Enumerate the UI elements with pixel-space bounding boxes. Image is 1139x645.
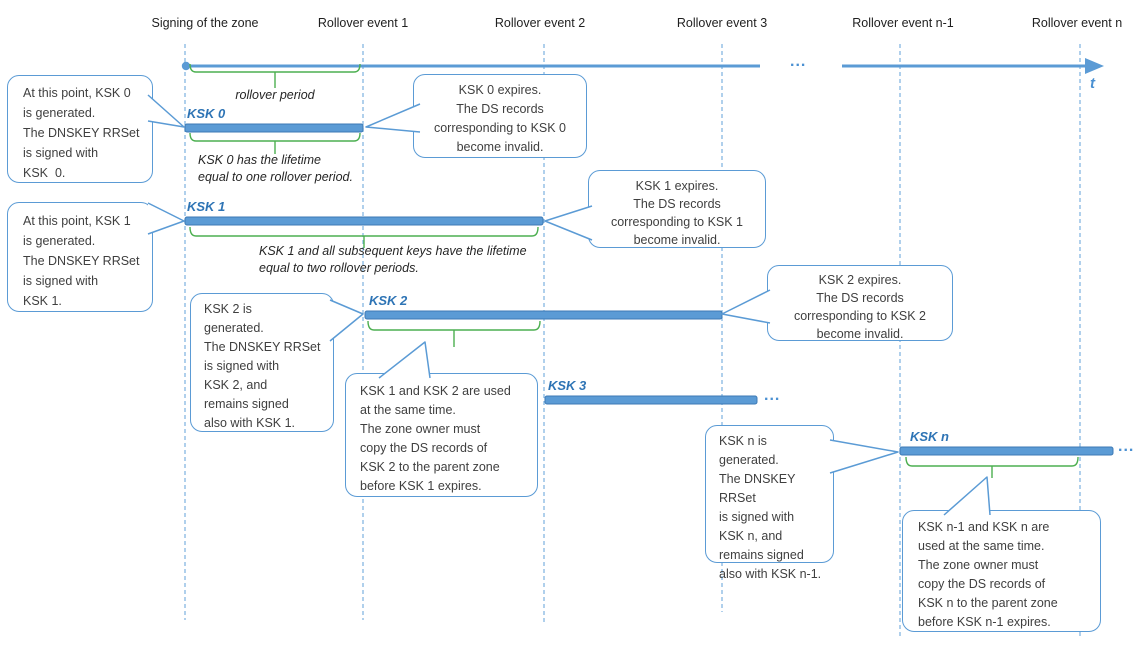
axis-t-label: t bbox=[1090, 75, 1095, 92]
callout-ksk1-generated: At this point, KSK 1 is generated. The D… bbox=[7, 202, 153, 312]
callout-ksk1-ksk2-overlap: KSK 1 and KSK 2 are used at the same tim… bbox=[345, 373, 538, 497]
callout-text: At this point, KSK 1 is generated. The D… bbox=[23, 214, 140, 308]
callout-ksk2-generated: KSK 2 is generated. The DNSKEY RRSet is … bbox=[190, 293, 334, 432]
callout-ksk0-expires: KSK 0 expires. The DS records correspond… bbox=[413, 74, 587, 158]
ksk2-bar bbox=[364, 310, 723, 320]
key-bars bbox=[184, 123, 1114, 456]
ksk1-lifetime-caption: KSK 1 and all subsequent keys have the l… bbox=[259, 244, 527, 275]
callout-ksk0-generated: At this point, KSK 0 is generated. The D… bbox=[7, 75, 153, 183]
callout-text: KSK 2 is generated. The DNSKEY RRSet is … bbox=[204, 302, 321, 430]
callout-text: KSK 1 and KSK 2 are used at the same tim… bbox=[360, 384, 511, 493]
kskn-bar bbox=[899, 446, 1114, 456]
event-label-signing: Signing of the zone bbox=[151, 16, 259, 30]
ksk3-continues-ellipsis: ... bbox=[764, 387, 781, 404]
ksk0-bar bbox=[184, 123, 364, 133]
rollover-period-brace bbox=[189, 63, 361, 88]
ksk0-lifetime-caption: KSK 0 has the lifetime equal to one roll… bbox=[198, 153, 353, 184]
callout-text: KSK 1 expires. The DS records correspond… bbox=[610, 179, 744, 247]
callout-kskn-overlap: KSK n-1 and KSK n are used at the same t… bbox=[902, 510, 1101, 632]
ksk0-label: KSK 0 bbox=[187, 106, 226, 121]
callout-text: KSK n is generated. The DNSKEY RRSet is … bbox=[719, 434, 822, 581]
callout-text: At this point, KSK 0 is generated. The D… bbox=[23, 86, 140, 180]
kskn-label: KSK n bbox=[910, 429, 949, 444]
ksk1-label: KSK 1 bbox=[187, 199, 226, 214]
time-axis bbox=[181, 58, 1104, 74]
axis-gap-ellipsis: ... bbox=[790, 53, 807, 70]
event-label-rollover-1: Rollover event 1 bbox=[317, 16, 409, 30]
ksk3-label: KSK 3 bbox=[548, 378, 587, 393]
kskn-overlap-brace bbox=[905, 456, 1079, 478]
callout-text: KSK 2 expires. The DS records correspond… bbox=[793, 273, 927, 341]
callout-ksk2-expires: KSK 2 expires. The DS records correspond… bbox=[767, 265, 953, 341]
callout-text: KSK n-1 and KSK n are used at the same t… bbox=[918, 520, 1058, 629]
rollover-period-caption: rollover period bbox=[235, 88, 315, 102]
ksk2-label: KSK 2 bbox=[369, 293, 408, 308]
ksk3-bar bbox=[544, 395, 758, 405]
event-label-rollover-n-1: Rollover event n-1 bbox=[852, 16, 954, 30]
event-label-rollover-2: Rollover event 2 bbox=[494, 16, 586, 30]
axis-arrowhead bbox=[1085, 58, 1104, 74]
callout-text: KSK 0 expires. The DS records correspond… bbox=[433, 83, 567, 154]
kskn-continues-ellipsis: ... bbox=[1118, 438, 1135, 455]
ksk0-lifetime-brace bbox=[189, 132, 361, 154]
event-label-rollover-n: Rollover event n bbox=[1031, 16, 1123, 30]
callout-ksk1-expires: KSK 1 expires. The DS records correspond… bbox=[588, 170, 766, 248]
ksk1-bar bbox=[184, 216, 544, 226]
period-braces bbox=[189, 63, 1079, 478]
event-label-rollover-3: Rollover event 3 bbox=[676, 16, 768, 30]
ksk1-lifetime-brace bbox=[189, 226, 539, 248]
ksk1-ksk2-overlap-brace bbox=[367, 320, 541, 347]
callout-kskn-generated: KSK n is generated. The DNSKEY RRSet is … bbox=[705, 425, 834, 581]
